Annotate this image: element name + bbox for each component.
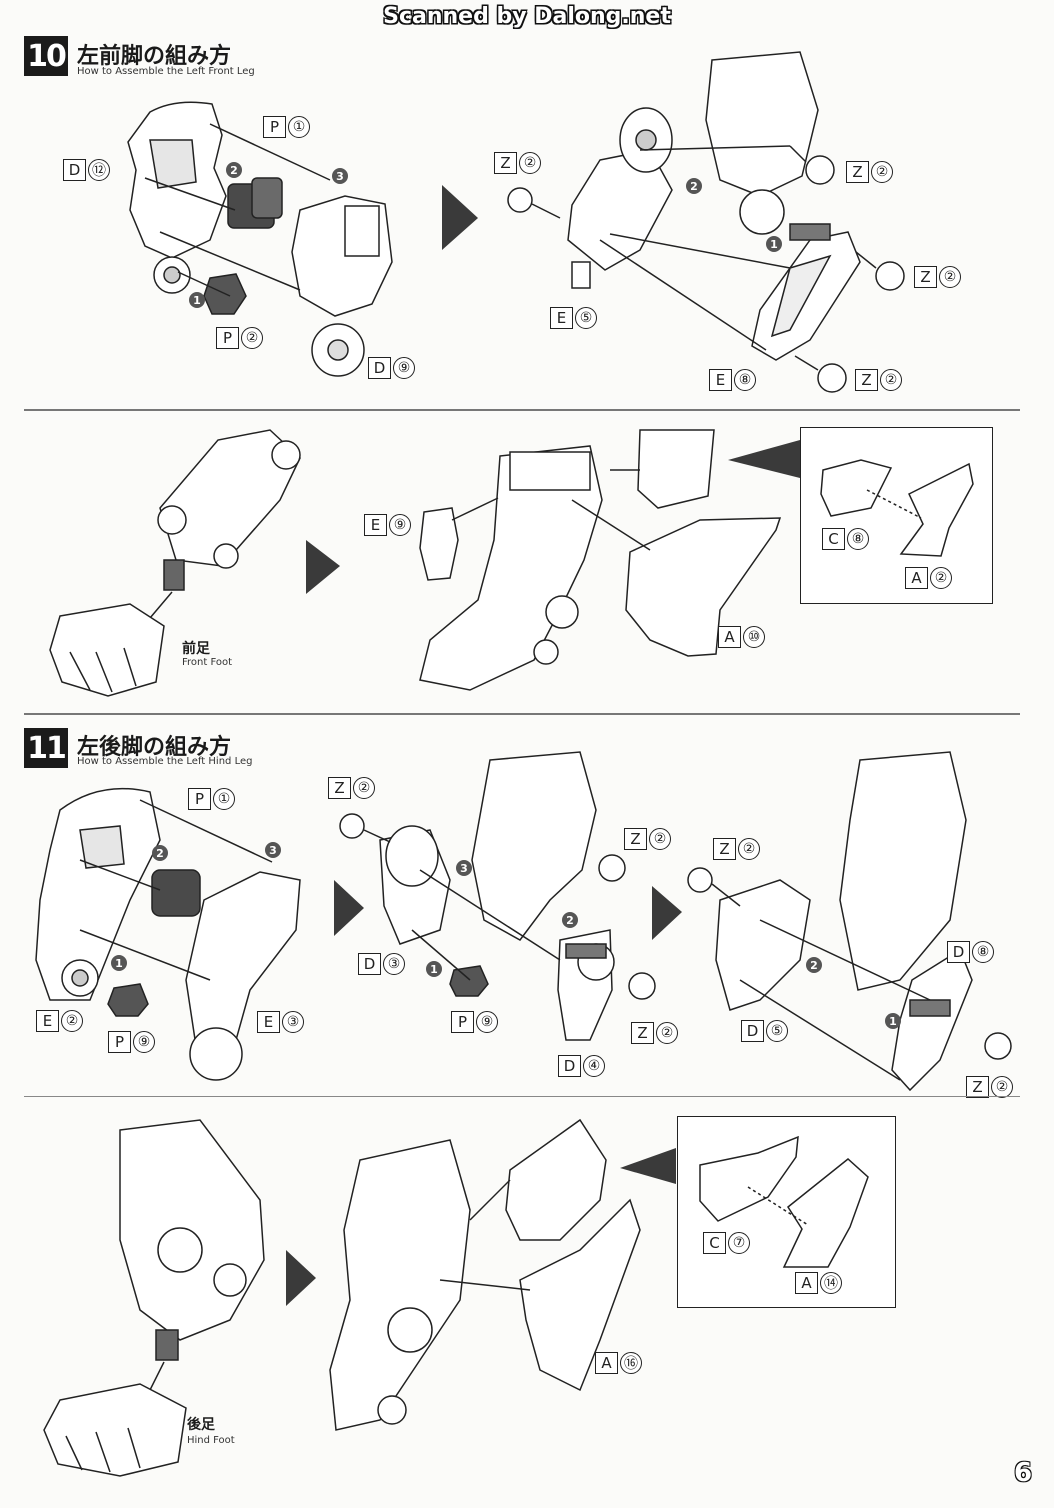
- hind-leg-upper-illustration: [0, 0, 1054, 1100]
- step-subtitle-11: How to Assemble the Left Hind Leg: [77, 756, 253, 767]
- section-divider: [24, 409, 1020, 411]
- step-number-11: 11: [24, 728, 68, 768]
- step-badge-2: 2: [226, 162, 242, 178]
- step-subtitle-10: How to Assemble the Left Front Leg: [77, 66, 255, 77]
- step-badge-3: 3: [332, 168, 348, 184]
- page-number: 6: [1014, 1458, 1033, 1488]
- step-title-10: 左前脚の組み方: [77, 44, 232, 69]
- step-badge-2: 2: [686, 178, 702, 194]
- watermark: Scanned by Dalong.net: [383, 4, 671, 29]
- section-divider: [24, 713, 1020, 715]
- step-badge-2: 2: [152, 845, 168, 861]
- step-title-11: 左後脚の組み方: [77, 735, 232, 760]
- inset-illustration: [678, 1117, 895, 1307]
- hind-foot-sublabel: Hind Foot: [187, 1435, 235, 1446]
- detail-inset-c7-a14: [677, 1116, 896, 1308]
- section-divider: [24, 1096, 1020, 1097]
- step-badge-1: 1: [885, 1013, 901, 1029]
- step-badge-1: 1: [766, 236, 782, 252]
- hind-foot-label: 後足: [187, 1417, 215, 1433]
- detail-inset-c8-a2: [800, 427, 993, 604]
- step-badge-1: 1: [111, 955, 127, 971]
- inset-illustration: [801, 428, 992, 603]
- step-badge-2: 2: [806, 957, 822, 973]
- front-foot-sublabel: Front Foot: [182, 657, 233, 668]
- step-badge-1: 1: [189, 292, 205, 308]
- front-leg-upper-illustration: [0, 0, 1054, 410]
- front-foot-label: 前足: [182, 641, 210, 657]
- step-badge-3: 3: [265, 842, 281, 858]
- step-number-10: 10: [24, 36, 68, 76]
- step-badge-2: 2: [562, 912, 578, 928]
- step-badge-1: 1: [426, 961, 442, 977]
- step-badge-3: 3: [456, 860, 472, 876]
- front-leg-lower-illustration: [0, 0, 800, 710]
